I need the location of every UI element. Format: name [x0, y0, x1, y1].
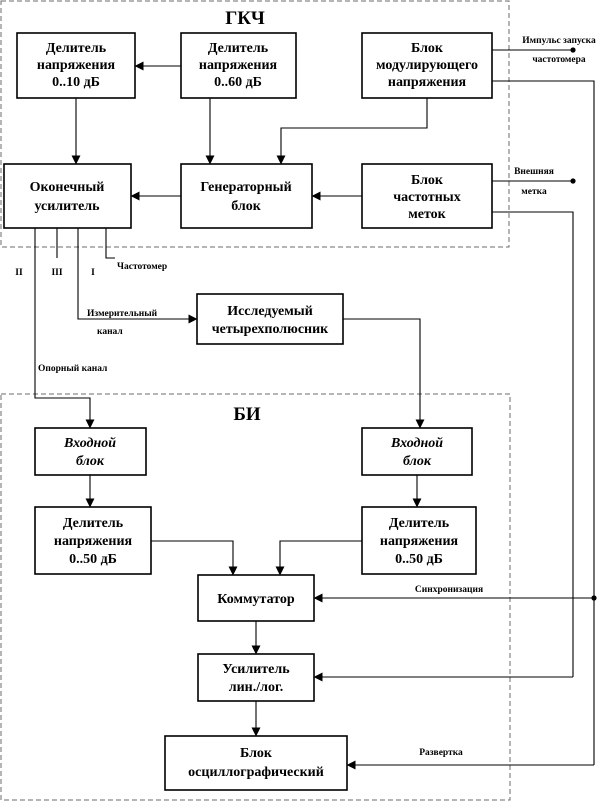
svg-text:модулирующего: модулирующего	[376, 58, 478, 73]
port-I-label: I	[91, 268, 95, 278]
svg-text:Внешняя: Внешняя	[514, 167, 554, 177]
divider-0-60-block: Делитель напряжения 0..60 дБ	[180, 32, 297, 99]
svg-text:напряжения: напряжения	[380, 534, 459, 549]
svg-text:меток: меток	[408, 207, 446, 222]
svg-text:метка: метка	[521, 187, 547, 197]
connection-lines	[34, 47, 597, 770]
frequency-marks-block: Блок частотных меток	[361, 163, 493, 229]
svg-text:Делитель: Делитель	[63, 516, 124, 531]
oscillograph-block: Блок осциллографический	[164, 735, 348, 791]
measuring-channel-label: Измерительный канал	[87, 308, 158, 337]
commutator-block: Коммутатор	[197, 574, 315, 622]
divider-0-10-block: Делитель напряжения 0..10 дБ	[16, 32, 136, 99]
svg-text:Входной: Входной	[390, 436, 443, 451]
svg-text:Делитель: Делитель	[46, 41, 107, 56]
svg-text:Коммутатор: Коммутатор	[217, 592, 295, 607]
amplifier-lin-log-block: Усилитель лин./лог.	[197, 653, 315, 702]
svg-text:усилитель: усилитель	[34, 199, 100, 214]
device-under-test-block: Исследуемый четырехполюсник	[196, 293, 344, 345]
svg-text:Блок: Блок	[411, 173, 444, 188]
divider-0-50-right-block: Делитель напряжения 0..50 дБ	[361, 506, 477, 575]
svg-text:Блок: Блок	[411, 41, 444, 56]
bi-group-title: БИ	[233, 404, 261, 425]
svg-text:напряжения: напряжения	[54, 534, 133, 549]
svg-text:0..50 дБ: 0..50 дБ	[395, 552, 443, 567]
bi-group-frame	[0, 393, 511, 801]
gkch-group-title: ГКЧ	[225, 8, 265, 29]
sweep-label: Развертка	[419, 748, 463, 758]
svg-text:Измерительный: Измерительный	[87, 308, 158, 319]
svg-text:осциллографический: осциллографический	[188, 765, 324, 780]
svg-text:Делитель: Делитель	[389, 516, 450, 531]
input-block-left: Входной блок	[34, 427, 147, 476]
svg-text:блок: блок	[76, 454, 105, 469]
svg-text:Импульс запуска: Импульс запуска	[522, 36, 596, 46]
svg-text:напряжения: напряжения	[37, 58, 116, 73]
generator-block: Генераторный блок	[180, 163, 313, 229]
svg-text:Исследуемый: Исследуемый	[227, 304, 313, 319]
trigger-pulse-label: Импульс запуска частотомера	[522, 36, 596, 65]
svg-text:лин./лог.: лин./лог.	[229, 680, 284, 695]
svg-text:Генераторный: Генераторный	[200, 180, 291, 195]
gkch-group-frame	[0, 0, 510, 248]
svg-text:частотомера: частотомера	[532, 55, 586, 65]
output-amplifier-block: Оконечный усилитель	[3, 163, 132, 229]
reference-channel-label: Опорный канал	[38, 363, 108, 374]
svg-text:напряжения: напряжения	[199, 58, 278, 73]
svg-text:Оконечный: Оконечный	[30, 180, 105, 195]
sync-label: Синхронизация	[415, 585, 483, 595]
divider-0-50-left-block: Делитель напряжения 0..50 дБ	[34, 506, 152, 575]
svg-text:канал: канал	[97, 327, 123, 337]
svg-text:блок: блок	[403, 454, 432, 469]
port-II-label: II	[15, 268, 23, 278]
svg-text:напряжения: напряжения	[388, 75, 467, 90]
svg-text:частотных: частотных	[393, 190, 461, 205]
modulating-voltage-block: Блок модулирующего напряжения	[361, 32, 493, 99]
input-block-right: Входной блок	[361, 427, 473, 476]
frequency-meter-label: Частотомер	[117, 262, 167, 272]
external-mark-label: Внешняя метка	[514, 167, 554, 197]
svg-text:Усилитель: Усилитель	[222, 662, 290, 677]
svg-text:0..60 дБ: 0..60 дБ	[214, 75, 262, 90]
svg-text:Входной: Входной	[63, 436, 116, 451]
svg-text:блок: блок	[231, 199, 262, 214]
svg-text:0..50 дБ: 0..50 дБ	[69, 552, 117, 567]
svg-text:Делитель: Делитель	[208, 41, 269, 56]
port-III-label: III	[51, 268, 62, 278]
svg-text:0..10 дБ: 0..10 дБ	[52, 75, 100, 90]
svg-text:Блок: Блок	[240, 746, 273, 761]
svg-text:четырехполюсник: четырехполюсник	[212, 322, 329, 337]
